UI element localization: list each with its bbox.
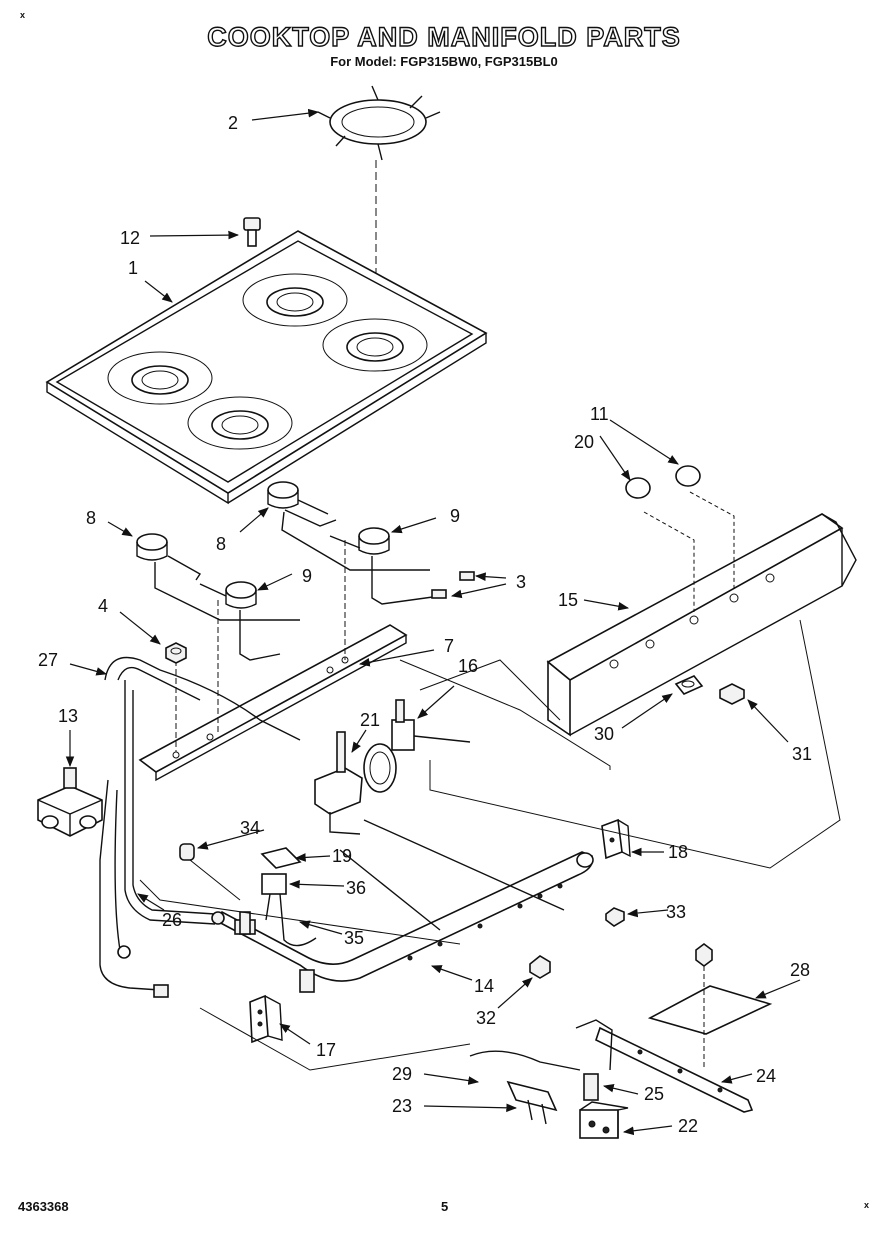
control-knobs — [625, 465, 735, 612]
callout-30: 30 — [594, 724, 614, 744]
callout-13: 13 — [58, 706, 78, 726]
callout-8-right: 8 — [216, 534, 226, 554]
callout-33: 33 — [666, 902, 686, 922]
callout-28: 28 — [790, 960, 810, 980]
ignition-switch — [339, 699, 565, 931]
page-subtitle: For Model: FGP315BW0, FGP315BL0 — [330, 54, 558, 69]
burner-bracket — [138, 540, 408, 782]
burner-rear-left — [267, 481, 337, 527]
assembly-guide-lines — [139, 619, 841, 1071]
manifold-bracket-right — [601, 818, 631, 860]
callout-23: 23 — [392, 1096, 412, 1116]
bake-burner — [575, 1019, 754, 1113]
page-title: COOKTOP AND MANIFOLD PARTS — [207, 21, 681, 52]
callout-19: 19 — [332, 846, 352, 866]
callout-labels: 2 12 1 8 8 9 9 3 4 27 7 16 21 13 26 14 1… — [38, 113, 812, 1136]
callout-9-right: 9 — [450, 506, 460, 526]
callout-14: 14 — [474, 976, 494, 996]
callout-7: 7 — [444, 636, 454, 656]
callout-16: 16 — [458, 656, 478, 676]
callout-34: 34 — [240, 818, 260, 838]
spark-parts — [179, 843, 317, 947]
burner-rear-right — [281, 511, 475, 605]
burner-front-left — [136, 533, 300, 621]
callout-31: 31 — [792, 744, 812, 764]
burner-well-back-left — [242, 273, 348, 327]
callout-11: 11 — [590, 404, 609, 424]
callout-22: 22 — [678, 1116, 698, 1136]
callout-4: 4 — [98, 596, 108, 616]
pressure-regulator — [37, 767, 103, 837]
callout-17: 17 — [316, 1040, 336, 1060]
callout-1: 1 — [128, 258, 138, 278]
burner-grate — [317, 85, 441, 318]
burner-front-right — [199, 581, 281, 661]
burner-assemblies — [136, 481, 475, 661]
corner-mark-top-left: x — [20, 10, 26, 20]
manifold-bracket-left — [249, 994, 283, 1044]
burner-well-front-right — [187, 396, 293, 450]
oven-igniter — [469, 1050, 581, 1125]
callout-35: 35 — [344, 928, 364, 948]
page-number: 5 — [441, 1199, 449, 1214]
corner-mark-bottom-right: x — [864, 1200, 870, 1210]
callout-leaders — [65, 108, 801, 1136]
control-panel — [546, 513, 857, 737]
burner-well-front-left — [107, 351, 213, 405]
bracket-nut — [165, 642, 187, 664]
callout-26: 26 — [162, 910, 182, 930]
callout-25: 25 — [644, 1084, 664, 1104]
callout-20: 20 — [574, 432, 594, 452]
callout-21: 21 — [360, 710, 380, 730]
callout-12: 12 — [120, 228, 140, 248]
callout-15: 15 — [558, 590, 578, 610]
callout-8-left: 8 — [86, 508, 96, 528]
burner-well-back-right — [322, 318, 428, 372]
valve-assembly — [314, 731, 397, 835]
knob-clips — [674, 675, 745, 705]
callout-32: 32 — [476, 1008, 496, 1028]
callout-9-left: 9 — [302, 566, 312, 586]
document-number: 4363368 — [18, 1199, 69, 1214]
callout-3: 3 — [516, 572, 526, 592]
hole-plug — [243, 217, 261, 247]
oven-valve — [579, 1073, 629, 1139]
callout-18: 18 — [668, 842, 688, 862]
callout-29: 29 — [392, 1064, 412, 1084]
heat-shield — [647, 943, 773, 1070]
callout-27: 27 — [38, 650, 58, 670]
cooktop — [45, 230, 488, 505]
callout-2: 2 — [228, 113, 238, 133]
screws — [529, 907, 625, 979]
callout-24: 24 — [756, 1066, 776, 1086]
callout-36: 36 — [346, 878, 366, 898]
